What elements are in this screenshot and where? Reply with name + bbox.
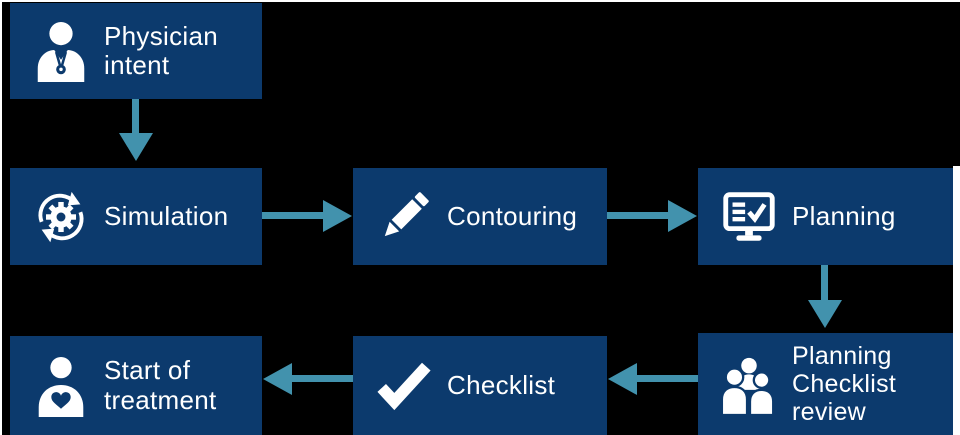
right-border xyxy=(953,166,960,435)
box-label: Simulation xyxy=(104,200,229,231)
monitor-checklist-icon xyxy=(718,186,780,248)
box-label: Contouring xyxy=(447,200,578,231)
gear-cycle-icon xyxy=(30,186,92,248)
box-planning-checklist-review: Planning Checklist review xyxy=(698,333,953,435)
box-checklist: Checklist xyxy=(353,336,607,435)
arrow-shaft xyxy=(262,212,324,219)
physician-icon xyxy=(30,20,92,82)
arrow-shaft xyxy=(636,375,698,382)
box-simulation: Simulation xyxy=(10,168,262,265)
checkmark-icon xyxy=(373,355,435,417)
team-review-icon xyxy=(718,353,780,415)
arrow-head-left-icon xyxy=(263,363,292,395)
arrow-head-down-icon xyxy=(808,300,842,328)
box-label: Planning Checklist review xyxy=(792,342,897,426)
top-border xyxy=(0,0,960,2)
arrow-head-down-icon xyxy=(119,133,153,161)
arrow-head-right-icon xyxy=(668,200,697,232)
box-label: Checklist xyxy=(447,369,556,400)
patient-heart-icon xyxy=(30,355,92,417)
pencil-icon xyxy=(373,186,435,248)
left-border xyxy=(0,0,2,435)
arrow-shaft xyxy=(132,99,139,135)
box-contouring: Contouring xyxy=(353,168,607,265)
box-start-of-treatment: Start of treatment xyxy=(10,336,262,435)
box-label: Physician intent xyxy=(104,20,218,80)
arrow-head-right-icon xyxy=(323,200,352,232)
arrow-head-left-icon xyxy=(608,363,637,395)
arrow-shaft xyxy=(821,265,828,301)
box-label: Planning xyxy=(792,200,896,231)
arrow-shaft xyxy=(291,375,353,382)
arrow-shaft xyxy=(607,212,669,219)
box-label: Start of treatment xyxy=(104,355,217,415)
box-planning: Planning xyxy=(698,168,953,265)
box-physician-intent: Physician intent xyxy=(10,3,262,99)
